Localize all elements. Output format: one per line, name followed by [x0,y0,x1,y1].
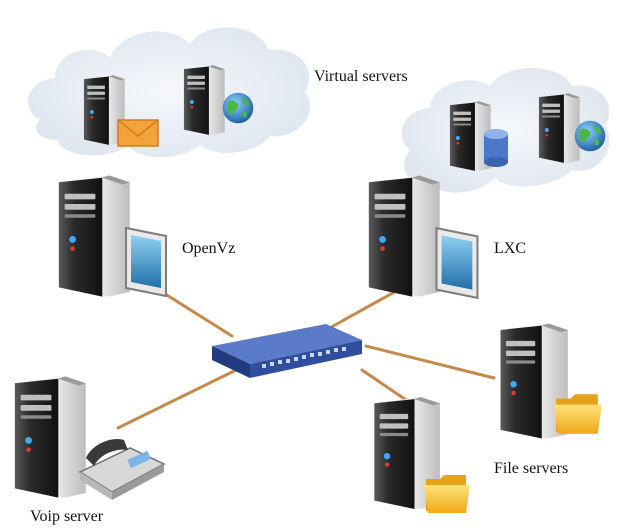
virtual-server-database [449,101,508,171]
network-switch-icon [212,324,362,378]
openvz-label: OpenVz [182,240,236,257]
mail-envelope-icon [117,119,159,147]
monitor-screen-icon [435,227,479,299]
globe-icon [222,92,254,124]
voip-server-label: Voip server [30,508,104,525]
virtual-servers-label: Virtual servers [314,68,408,85]
cable-file-server-2 [360,368,414,406]
lxc-host-server [368,175,479,299]
cable-lxc [324,288,400,332]
database-icon [484,129,508,167]
virtual-server-mail [83,75,159,147]
openvz-host-server [58,175,167,297]
file-server-right [500,323,602,439]
cable-openvz [160,290,234,338]
cable-voip [116,368,238,430]
cable-file-server-1 [364,344,496,380]
folder-icon [424,475,470,513]
monitor-screen-icon [125,227,167,297]
cloud-icon-left [28,27,311,158]
telephone-icon [78,438,166,500]
lxc-label: LXC [494,240,526,257]
network-cables [116,288,496,430]
file-server-bottom [374,396,470,513]
voip-server [14,376,166,500]
file-servers-label: File servers [494,460,569,477]
folder-icon [554,394,602,434]
globe-icon [574,120,606,152]
